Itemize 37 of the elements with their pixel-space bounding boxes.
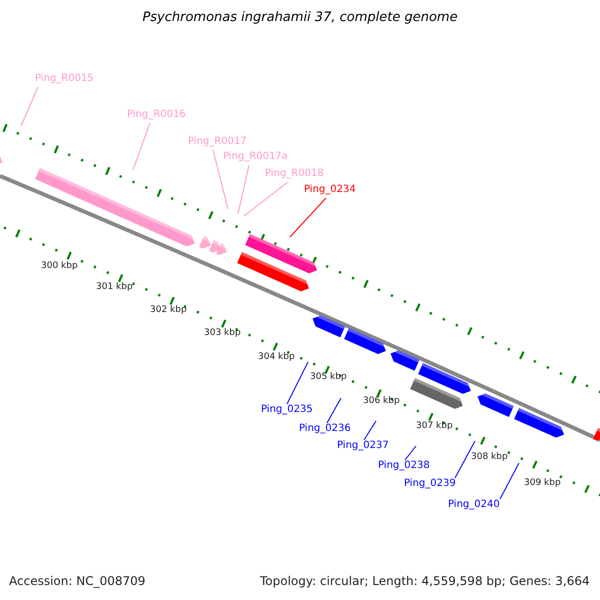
leader-line	[364, 420, 376, 440]
footer-text: Topology: circular; Length: 4,559,598 bp; Genes: 3,664	[260, 575, 590, 587]
leader-line	[404, 446, 416, 460]
gene-label: Ping_R0016	[127, 110, 186, 120]
leader-line	[500, 462, 520, 500]
title: Psychromonas ingrahamii 37, complete genome	[141, 11, 459, 24]
leader-line	[290, 198, 326, 238]
gene-label: Ping_R0017a	[223, 152, 288, 162]
leader-line	[132, 122, 150, 170]
scale-label: 301 kbp	[96, 283, 133, 292]
leader-line	[20, 86, 38, 126]
scale-label: 309 kbp	[524, 479, 561, 488]
scale-label: 305 kbp	[310, 373, 347, 382]
scale-label: 307 kbp	[416, 422, 453, 431]
scale-label: 306 kbp	[363, 397, 400, 406]
scale-label: 300 kbp	[41, 262, 78, 271]
gene-label: Ping_0236	[299, 424, 351, 434]
gene-label: Ping_R0017	[188, 137, 247, 147]
gene-label: Ping_0239	[404, 479, 456, 489]
leader-line	[326, 398, 342, 424]
leader-line	[454, 440, 476, 478]
scale-label: 303 kbp	[204, 329, 241, 338]
gene-label: Ping_R0018	[265, 169, 324, 179]
gene-label: Ping_0238	[378, 461, 430, 471]
gene-label: Ping_0237	[337, 441, 389, 451]
gene-label: Ping_0240	[448, 500, 500, 510]
leader-line	[212, 150, 228, 210]
leader-line	[238, 164, 250, 214]
scale-label: 302 kbp	[150, 306, 187, 315]
gene-label: Ping_0234	[304, 185, 356, 195]
scale-label: 304 kbp	[258, 353, 295, 362]
gene-label: Ping_R0015	[35, 74, 94, 84]
scale-label: 308 kbp	[471, 453, 508, 462]
gene-label: Ping_0235	[261, 405, 313, 415]
leader-line	[244, 182, 288, 216]
footer-text: Accession: NC_008709	[9, 575, 146, 587]
leader-line	[286, 362, 308, 404]
